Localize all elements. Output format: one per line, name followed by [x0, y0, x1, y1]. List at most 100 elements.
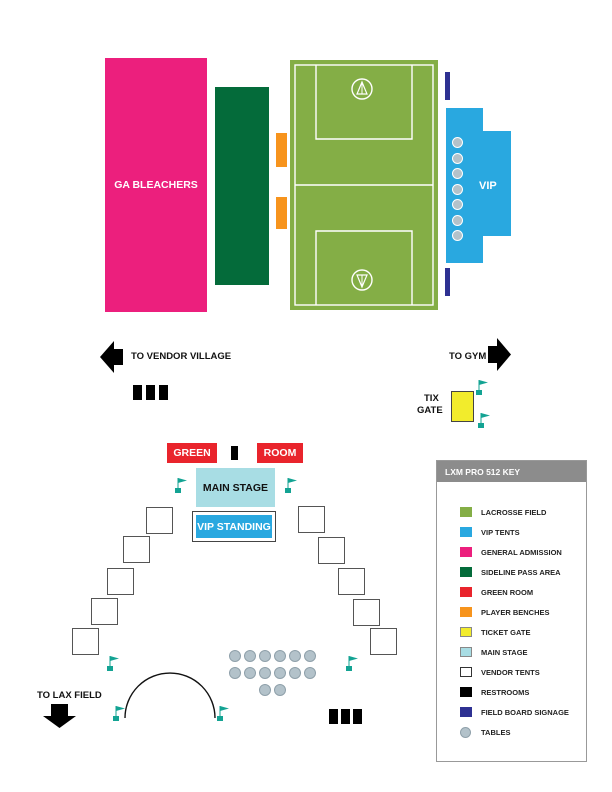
arrow-right-icon: [488, 338, 511, 371]
legend-item: VIP TENTS: [460, 527, 520, 537]
vendor-tent: [107, 568, 134, 595]
legend-item: LACROSSE FIELD: [460, 507, 546, 517]
legend-item: SIDELINE PASS AREA: [460, 567, 561, 577]
legend-item: GENERAL ADMISSION: [460, 547, 562, 557]
legend-item: TABLES: [460, 727, 510, 738]
ga-bleachers: GA BLEACHERS: [105, 58, 207, 312]
legend-label: PLAYER BENCHES: [481, 607, 550, 617]
tix-gate-line1: TIX: [424, 393, 439, 404]
legend-swatch: [460, 667, 472, 677]
vendor-tent: [298, 506, 325, 533]
flag-icon: [285, 478, 297, 493]
legend-item: TICKET GATE: [460, 627, 530, 637]
vip-standing-frame: [192, 511, 276, 542]
flag-icon: [217, 706, 229, 721]
ga-bleachers-label: GA BLEACHERS: [114, 179, 198, 191]
legend-label: GREEN ROOM: [481, 587, 534, 597]
legend-label: FIELD BOARD SIGNAGE: [481, 707, 569, 717]
table-dot: [244, 650, 256, 662]
table-dot: [304, 667, 316, 679]
legend-item: FIELD BOARD SIGNAGE: [460, 707, 569, 717]
flag-icon: [476, 380, 488, 395]
room-label: ROOM: [263, 447, 297, 459]
legend-header: LXM PRO 512 KEY: [437, 461, 586, 482]
main-stage: MAIN STAGE: [196, 468, 275, 507]
legend-swatch: [460, 727, 471, 738]
flag-icon: [175, 478, 187, 493]
legend-swatch: [460, 647, 472, 657]
legend-swatch: [460, 507, 472, 517]
table-dot: [452, 168, 463, 179]
to-vendor-village: TO VENDOR VILLAGE: [131, 351, 232, 362]
table-dot: [259, 650, 271, 662]
restroom: [231, 446, 238, 460]
player-bench-top: [276, 133, 287, 167]
to-lax-field: TO LAX FIELD: [37, 690, 102, 701]
legend-swatch: [460, 687, 472, 697]
legend-swatch: [460, 707, 472, 717]
table-dot: [452, 184, 463, 195]
legend-label: MAIN STAGE: [481, 647, 528, 657]
green-room-right: ROOM: [257, 443, 303, 463]
entrance-arch: [124, 672, 216, 719]
ticket-gate: [451, 391, 474, 422]
table-dot: [259, 684, 271, 696]
table-dot: [289, 650, 301, 662]
table-dot: [289, 667, 301, 679]
field-signage-top: [445, 72, 450, 100]
vendor-tent: [123, 536, 150, 563]
table-dot: [274, 650, 286, 662]
legend-label: TICKET GATE: [481, 627, 531, 637]
table-dot: [452, 230, 463, 241]
table-dot: [274, 667, 286, 679]
tix-gate-line2: GATE: [417, 405, 443, 416]
sideline-pass-area: [215, 87, 269, 285]
vendor-tent: [370, 628, 397, 655]
table-dot: [229, 650, 241, 662]
restroom: [146, 385, 155, 400]
legend: LXM PRO 512 KEY LACROSSE FIELD VIP TENTS G…: [436, 460, 587, 762]
restroom: [133, 385, 142, 400]
to-gym: TO GYM: [449, 351, 487, 362]
table-dot: [244, 667, 256, 679]
legend-label: VIP TENTS: [481, 527, 520, 537]
legend-swatch: [460, 527, 472, 537]
green-label: GREEN: [173, 447, 211, 459]
legend-label: LACROSSE FIELD: [481, 507, 547, 517]
arrow-left-icon: [100, 341, 123, 373]
legend-item: GREEN ROOM: [460, 587, 533, 597]
table-dot: [452, 199, 463, 210]
flag-icon: [107, 656, 119, 671]
legend-swatch: [460, 567, 472, 577]
vip-standing-label: VIP STANDING: [197, 520, 271, 533]
table-dot: [229, 667, 241, 679]
legend-title: LXM PRO 512 KEY: [445, 466, 521, 477]
table-dot: [259, 667, 271, 679]
arrow-down-icon: [43, 704, 76, 728]
field-signage-bottom: [445, 268, 450, 296]
vendor-tent: [146, 507, 173, 534]
main-stage-label: MAIN STAGE: [202, 481, 269, 494]
table-dot: [452, 153, 463, 164]
table-dot: [274, 684, 286, 696]
flag-icon: [113, 706, 125, 721]
table-dot: [304, 650, 316, 662]
legend-swatch: [460, 607, 472, 617]
restroom: [329, 709, 338, 724]
vendor-tent: [338, 568, 365, 595]
legend-item: VENDOR TENTS: [460, 667, 540, 677]
vendor-tent: [91, 598, 118, 625]
legend-label: TABLES: [481, 728, 511, 737]
restroom: [341, 709, 350, 724]
restroom: [353, 709, 362, 724]
legend-label: VENDOR TENTS: [481, 667, 540, 677]
vip-label: VIP: [479, 180, 497, 192]
vendor-tent: [353, 599, 380, 626]
player-bench-bottom: [276, 197, 287, 229]
table-dot: [452, 137, 463, 148]
legend-item: PLAYER BENCHES: [460, 607, 550, 617]
legend-swatch: [460, 587, 472, 597]
legend-item: RESTROOMS: [460, 687, 529, 697]
legend-item: MAIN STAGE: [460, 647, 528, 657]
lacrosse-field: [290, 60, 438, 310]
